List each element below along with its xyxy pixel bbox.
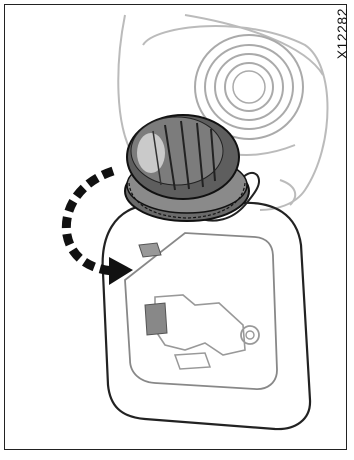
rotate-arrow-icon bbox=[66, 171, 133, 285]
fuel-cap-icon bbox=[125, 115, 249, 221]
figure-id-label: X12282 bbox=[334, 8, 350, 59]
figure-frame bbox=[4, 4, 347, 450]
fuel-cap-illustration bbox=[5, 5, 348, 451]
fuel-flap-door bbox=[103, 203, 310, 429]
